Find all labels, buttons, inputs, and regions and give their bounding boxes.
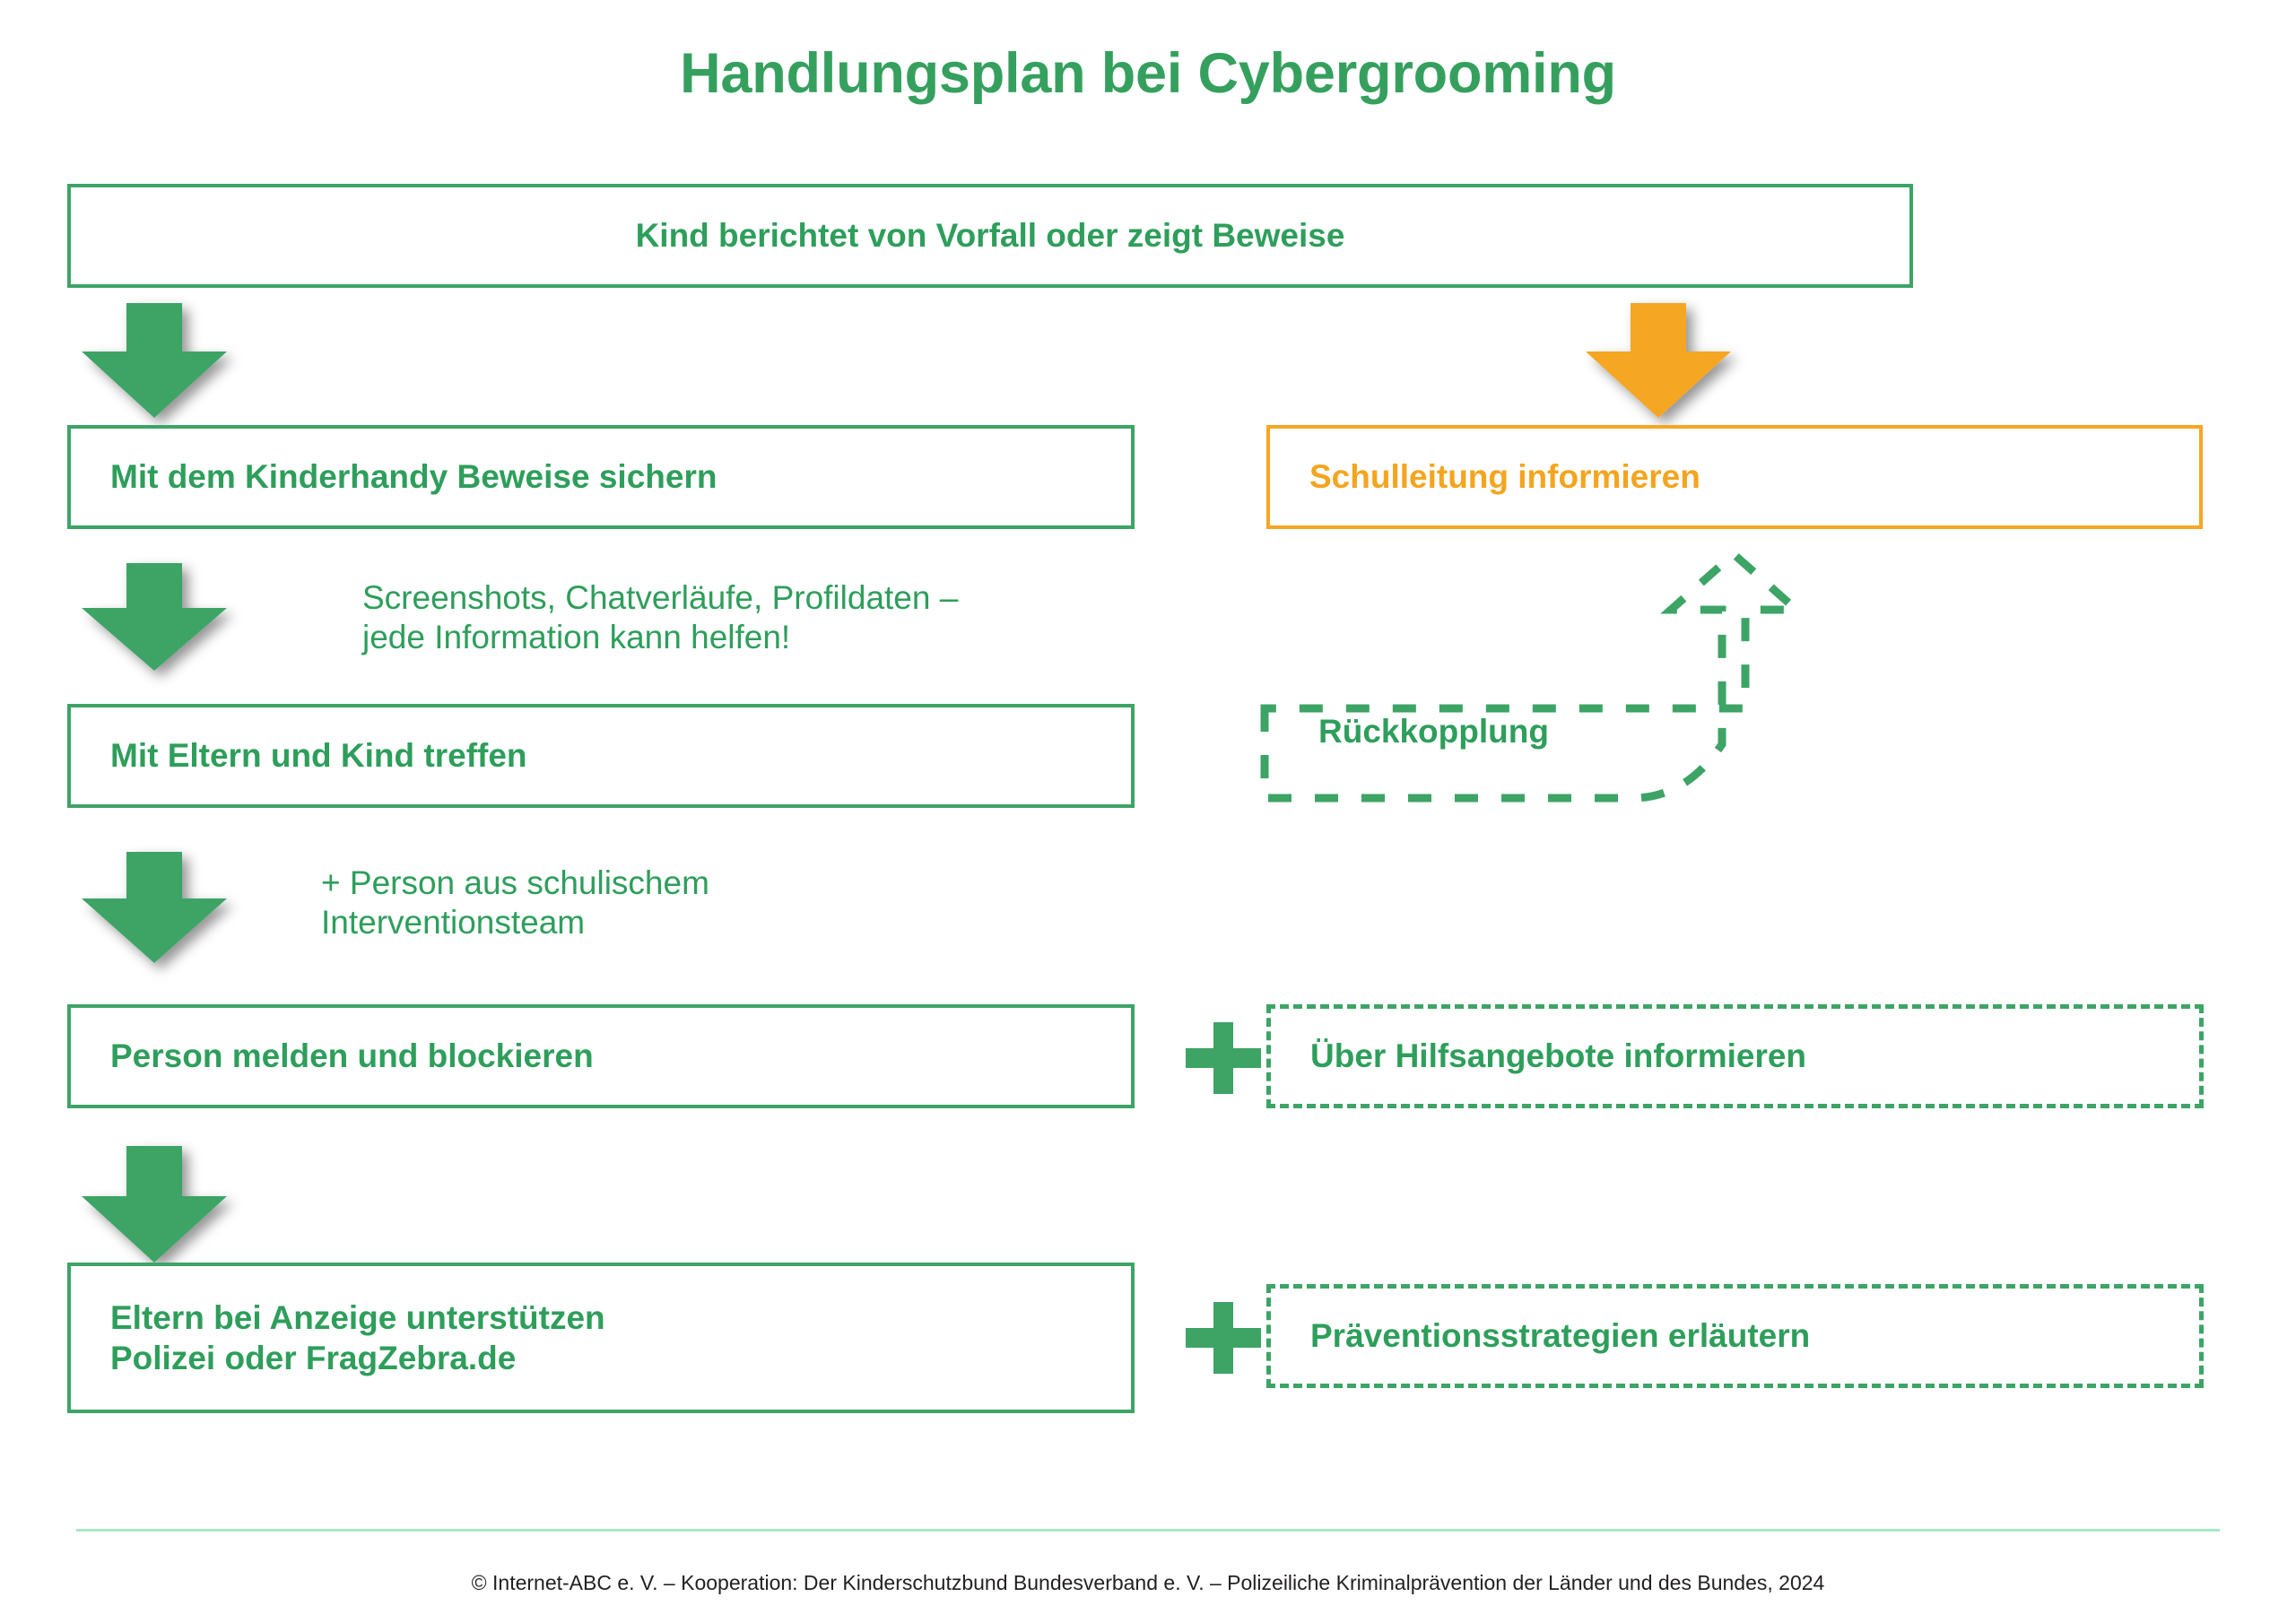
flow-box-eltern-anzeige-unterstuetzen: Eltern bei Anzeige unterstützen Polizei … xyxy=(67,1263,1135,1413)
flow-box-eltern-kind-treffen-label: Mit Eltern und Kind treffen xyxy=(110,737,527,775)
note-interventionsteam: + Person aus schulischem Interventionste… xyxy=(321,864,709,942)
flow-box-kind-berichtet-label: Kind berichtet von Vorfall oder zeigt Be… xyxy=(635,217,1345,255)
flow-box-schulleitung-informieren-label: Schulleitung informieren xyxy=(1309,458,1700,496)
footer-divider xyxy=(76,1529,2220,1532)
arrow-to-person-melden-icon xyxy=(76,852,236,972)
plus-hilfsangebote-icon xyxy=(1186,1022,1261,1094)
arrow-to-eltern-anzeige-icon xyxy=(76,1146,236,1271)
flow-box-eltern-anzeige-unterstuetzen-label: Eltern bei Anzeige unterstützen Polizei … xyxy=(110,1298,605,1376)
page-title: Handlungsplan bei Cybergrooming xyxy=(680,42,1616,105)
flow-box-hilfsangebote-informieren: Über Hilfsangebote informieren xyxy=(1266,1004,2204,1108)
plus-praeventionsstrategien-icon xyxy=(1186,1302,1261,1374)
note-screenshots: Screenshots, Chatverläufe, Profildaten –… xyxy=(362,579,959,656)
arrow-to-beweise-sichern-icon xyxy=(76,303,236,420)
arrow-to-eltern-kind-treffen-icon xyxy=(76,563,236,680)
footer-credit: © Internet-ABC e. V. – Kooperation: Der … xyxy=(471,1571,1825,1594)
flow-box-person-melden-blockieren-label: Person melden und blockieren xyxy=(110,1037,594,1075)
flow-box-praeventionsstrategien-erlaeutern-label: Präventionsstrategien erläutern xyxy=(1310,1317,1811,1355)
flow-box-beweise-sichern: Mit dem Kinderhandy Beweise sichern xyxy=(67,425,1135,529)
feedback-loop-rueckkopplung: Rückkopplung xyxy=(1256,538,2152,834)
flow-box-schulleitung-informieren: Schulleitung informieren xyxy=(1266,425,2203,529)
flow-box-beweise-sichern-label: Mit dem Kinderhandy Beweise sichern xyxy=(110,458,718,496)
feedback-loop-label: Rückkopplung xyxy=(1318,713,1549,750)
flow-box-kind-berichtet: Kind berichtet von Vorfall oder zeigt Be… xyxy=(67,184,1913,288)
flow-box-person-melden-blockieren: Person melden und blockieren xyxy=(67,1004,1135,1108)
flow-box-eltern-kind-treffen: Mit Eltern und Kind treffen xyxy=(67,704,1135,808)
flow-box-hilfsangebote-informieren-label: Über Hilfsangebote informieren xyxy=(1310,1037,1807,1075)
arrow-to-schulleitung-icon xyxy=(1580,303,1740,420)
flow-box-praeventionsstrategien-erlaeutern: Präventionsstrategien erläutern xyxy=(1266,1284,2204,1388)
